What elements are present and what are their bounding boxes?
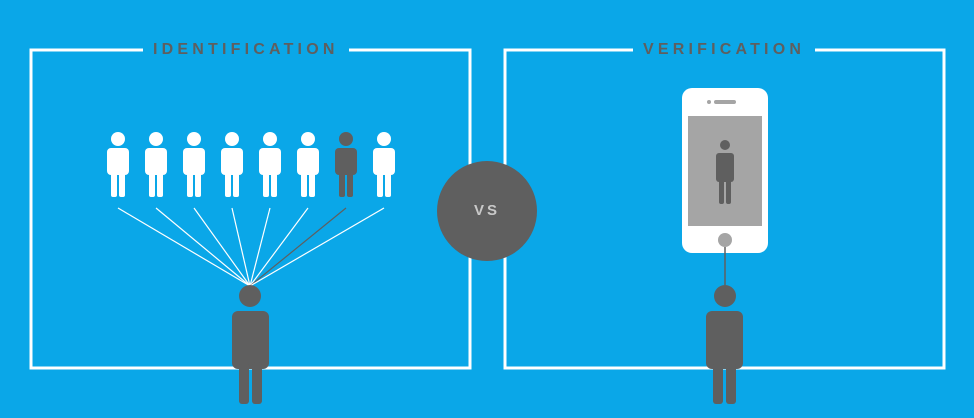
identification-title: IDENTIFICATION: [143, 38, 349, 62]
phone-screen-person-icon: [716, 140, 734, 204]
phone-home-button-icon: [718, 233, 732, 247]
candidate-connection-line: [249, 207, 271, 287]
phone-speaker: [714, 100, 736, 104]
identification-subject-person-icon: [232, 285, 269, 404]
candidate-connection-line: [249, 207, 385, 287]
vs-label: VS: [473, 202, 500, 219]
phone-camera: [707, 100, 711, 104]
vs-circle: [437, 161, 537, 261]
candidate-person-icon: [259, 132, 281, 197]
candidate-person-icon: [221, 132, 243, 197]
matched-candidate-person-icon: [335, 132, 357, 197]
candidate-person-icon: [373, 132, 395, 197]
candidate-connection-line: [231, 207, 251, 287]
candidate-connection-line: [155, 207, 251, 287]
identification-connection-lines: [117, 207, 385, 287]
candidate-connection-line: [193, 207, 251, 287]
candidate-connection-line: [249, 207, 309, 287]
candidate-person-icon: [107, 132, 129, 197]
candidate-connection-line: [249, 207, 347, 287]
verification-subject-person-icon: [706, 285, 743, 404]
verification-title: VERIFICATION: [633, 38, 816, 62]
identification-candidate-row: [107, 132, 395, 197]
candidate-person-icon: [145, 132, 167, 197]
candidate-person-icon: [297, 132, 319, 197]
candidate-person-icon: [183, 132, 205, 197]
candidate-connection-line: [117, 207, 251, 287]
